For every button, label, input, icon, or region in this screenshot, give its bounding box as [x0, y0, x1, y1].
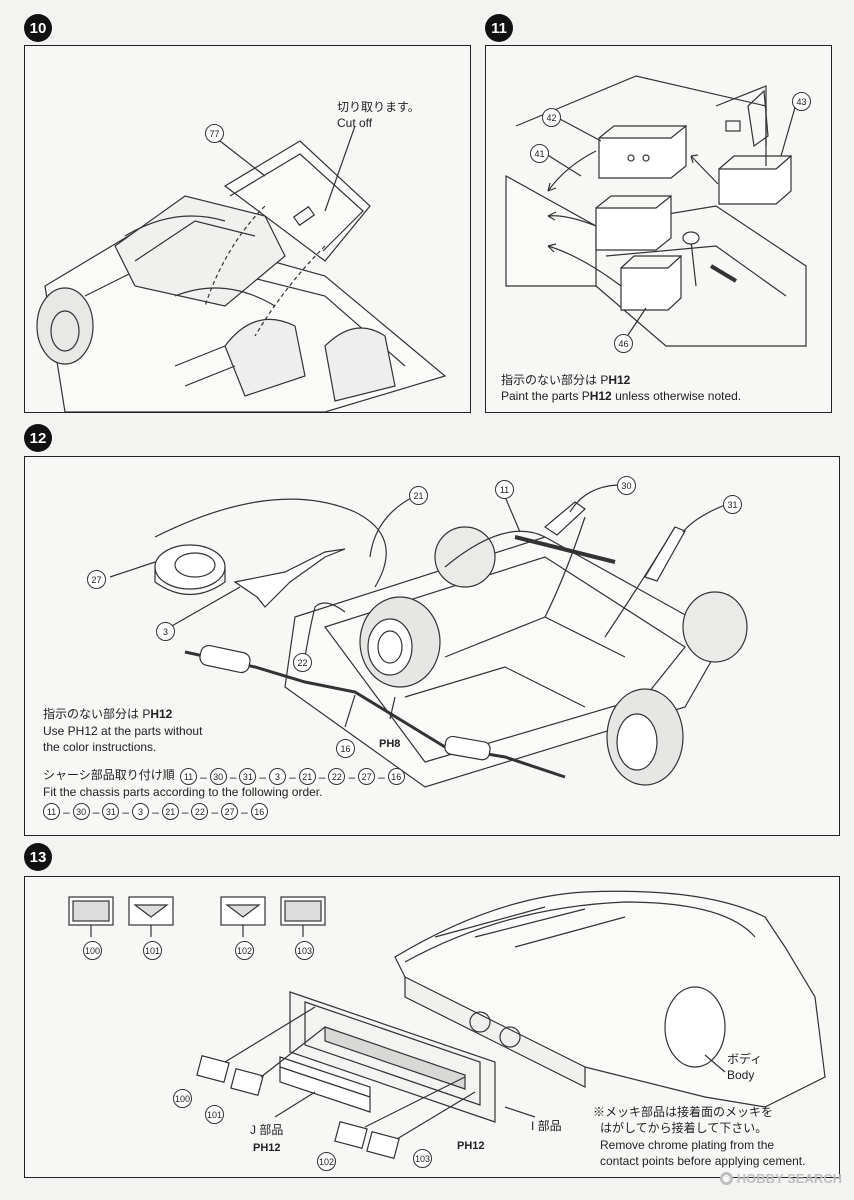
chrome-note-jp-2: はがしてから接着して下さい。 — [600, 1121, 768, 1135]
body-label-en: Body — [727, 1068, 755, 1082]
console-audio-drawing — [505, 75, 807, 347]
step-11-panel: 42 43 41 46 指示のない部分は PH12 Paint the part… — [485, 45, 832, 413]
step-12-note-en-1: Use PH12 at the parts without — [43, 724, 203, 738]
hobby-search-watermark: ◉ HOBBY SEARCH — [719, 1171, 842, 1186]
order-item: 27 — [358, 768, 376, 785]
dashboard-interior-drawing — [36, 125, 447, 412]
order-item: 11 — [43, 803, 60, 820]
step-12-note-jp: 指示のない部分は PH12 — [43, 707, 172, 722]
part-22-label: 22 — [293, 653, 312, 672]
part-16-label: 16 — [336, 739, 355, 758]
order-item: 21 — [298, 768, 316, 785]
step-13-panel: 100 101 102 103 100 101 102 103 ボディ Body… — [24, 876, 840, 1178]
part-30-label: 30 — [617, 476, 636, 495]
order-item: 22 — [191, 803, 209, 820]
chrome-note-en-2: contact points before applying cement. — [600, 1154, 806, 1168]
order-item: 16 — [387, 768, 405, 785]
step-10-panel: 77 切り取ります。 Cut off — [24, 45, 471, 413]
cut-off-note-jp: 切り取ります。 — [337, 100, 420, 114]
order-item: 11 — [180, 768, 197, 785]
cut-off-note-en: Cut off — [337, 116, 373, 130]
part-41-label: 41 — [530, 144, 549, 163]
part-42-label: 42 — [542, 108, 561, 127]
step-12-note-en-2: the color instructions. — [43, 740, 157, 754]
bottom-lamp-101-label: 101 — [205, 1105, 224, 1124]
bottom-lamp-100-label: 100 — [173, 1089, 192, 1108]
i-part-label: I 部品 — [531, 1119, 562, 1133]
order-item: 31 — [102, 803, 120, 820]
step-11-note-jp-text: 指示のない部分は P — [501, 373, 609, 387]
order-title-jp: シャーシ部品取り付け順 — [43, 768, 175, 782]
order-item: 22 — [328, 768, 346, 785]
step-11-note-en-post: unless otherwise noted. — [611, 389, 742, 403]
body-label-jp: ボディ — [727, 1052, 763, 1066]
step-12-note-jp-text: 指示のない部分は P — [43, 707, 151, 721]
chrome-note-jp-1: ※メッキ部品は接着面のメッキを — [593, 1105, 774, 1119]
step-12-badge: 12 — [24, 424, 52, 452]
order-item: 16 — [250, 803, 268, 820]
j-part-label: J 部品 — [250, 1123, 284, 1137]
part-31-label: 31 — [723, 495, 742, 514]
step-11-note-jp: 指示のない部分は PH12 — [501, 373, 630, 388]
part-3-label: 3 — [156, 622, 175, 641]
watermark-text: HOBBY SEARCH — [736, 1171, 842, 1186]
order-row-2: 11– 30– 31– 3– 21– 22– 27– 16 — [43, 803, 268, 820]
top-lamp-102-label: 102 — [235, 941, 254, 960]
order-item: 30 — [209, 768, 227, 785]
step-11-badge: 11 — [485, 14, 513, 42]
order-row-1: 11– 30– 31– 3– 21– 22– 27– 16 — [180, 768, 405, 785]
part-43-label: 43 — [792, 92, 811, 111]
part-27-label: 27 — [87, 570, 106, 589]
part-77-label: 77 — [205, 124, 224, 143]
step-11-note-jp-code: H12 — [608, 373, 631, 387]
order-title-en: Fit the chassis parts according to the f… — [43, 785, 323, 799]
part-46-label: 46 — [614, 334, 633, 353]
i-part-paint-code: PH12 — [457, 1140, 485, 1152]
order-item: 21 — [161, 803, 179, 820]
order-item: 3 — [132, 803, 150, 820]
order-item: 27 — [221, 803, 239, 820]
part-11-label: 11 — [495, 480, 514, 499]
top-lamp-101-label: 101 — [143, 941, 162, 960]
step-12-note-jp-code: H12 — [150, 707, 173, 721]
step-10-badge: 10 — [24, 14, 52, 42]
chrome-note-en-1: Remove chrome plating from the — [600, 1138, 775, 1152]
step-12-panel: 21 11 30 31 27 3 22 16 PH8 指示のない部分は PH12… — [24, 456, 840, 836]
order-item: 31 — [239, 768, 257, 785]
front-grille-drawing — [68, 890, 826, 1160]
hobby-search-logo-icon: ◉ — [719, 1172, 733, 1185]
step-11-note-en-code: H12 — [589, 389, 612, 403]
step-11-note-en-pre: Paint the parts P — [501, 389, 590, 403]
step-11-note-en: Paint the parts PH12 unless otherwise no… — [501, 389, 741, 404]
chassis-drawing — [109, 484, 748, 788]
j-part-paint-code: PH12 — [253, 1142, 281, 1154]
muffler-paint-code: PH8 — [379, 738, 401, 750]
top-lamp-103-label: 103 — [295, 941, 314, 960]
top-lamp-100-label: 100 — [83, 941, 102, 960]
bottom-lamp-102-label: 102 — [317, 1152, 336, 1171]
bottom-lamp-103-label: 103 — [413, 1149, 432, 1168]
order-item: 3 — [269, 768, 287, 785]
part-21-label: 21 — [409, 486, 428, 505]
order-item: 30 — [72, 803, 90, 820]
step-13-badge: 13 — [24, 843, 52, 871]
